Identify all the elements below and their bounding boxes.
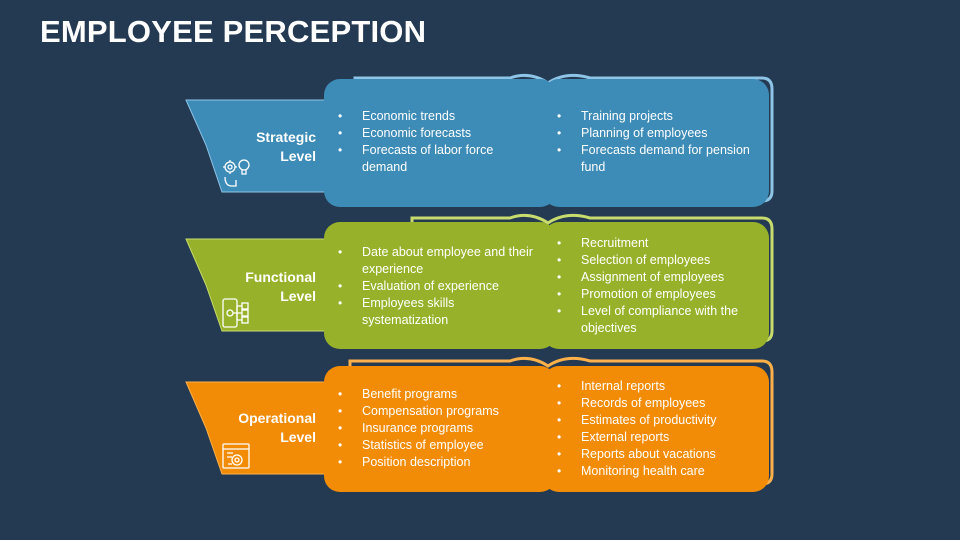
operational-label-tab [186, 382, 330, 474]
list-item: Insurance programs [338, 420, 538, 437]
list-item: Reports about vacations [557, 446, 757, 463]
strategic-right-list: Training projects Planning of employees … [557, 108, 757, 176]
list-item: Promotion of employees [557, 286, 757, 303]
list-item: Economic trends [338, 108, 538, 125]
list-item: Statistics of employee [338, 437, 538, 454]
strategic-left-list: Economic trends Economic forecasts Forec… [338, 108, 538, 176]
document-badge-icon [222, 443, 250, 469]
list-item: External reports [557, 429, 757, 446]
functional-level-row: Functional Level Date about employee and… [0, 213, 960, 349]
list-item: Estimates of productivity [557, 412, 757, 429]
functional-label-tab [186, 239, 330, 331]
operational-right-list: Internal reports Records of employees Es… [557, 378, 757, 480]
operational-level-label: Operational Level [238, 410, 316, 445]
list-item: Monitoring health care [557, 463, 757, 480]
list-item: Level of compliance with the objectives [557, 303, 757, 337]
operational-back-outline [348, 356, 774, 486]
list-item: Position description [338, 454, 538, 471]
functional-left-list: Date about employee and their experience… [338, 244, 538, 329]
gear-bulb-head-icon [223, 159, 250, 187]
list-item: Recruitment [557, 235, 757, 252]
list-item: Forecasts of labor force demand [338, 142, 538, 176]
list-item: Internal reports [557, 378, 757, 395]
functional-right-list: Recruitment Selection of employees Assig… [557, 235, 757, 337]
slide-title: EMPLOYEE PERCEPTION [40, 14, 427, 49]
list-item: Date about employee and their experience [338, 244, 538, 278]
list-item: Records of employees [557, 395, 757, 412]
operational-left-list: Benefit programs Compensation programs I… [338, 386, 538, 471]
list-item: Selection of employees [557, 252, 757, 269]
mobile-network-icon [222, 298, 249, 328]
list-item: Planning of employees [557, 125, 757, 142]
strategic-level-label: Strategic Level [256, 129, 316, 164]
list-item: Assignment of employees [557, 269, 757, 286]
list-item: Training projects [557, 108, 757, 125]
operational-level-row: Operational Level Benefit programs Compe… [0, 356, 960, 492]
list-item: Evaluation of experience [338, 278, 538, 295]
strategic-label-tab [186, 100, 330, 192]
list-item: Forecasts demand for pension fund [557, 142, 757, 176]
list-item: Compensation programs [338, 403, 538, 420]
list-item: Benefit programs [338, 386, 538, 403]
functional-level-label: Functional Level [245, 269, 316, 304]
list-item: Employees skills systematization [338, 295, 538, 329]
list-item: Economic forecasts [338, 125, 538, 142]
strategic-level-row: Strategic Level Economic trends Economic… [0, 73, 960, 208]
